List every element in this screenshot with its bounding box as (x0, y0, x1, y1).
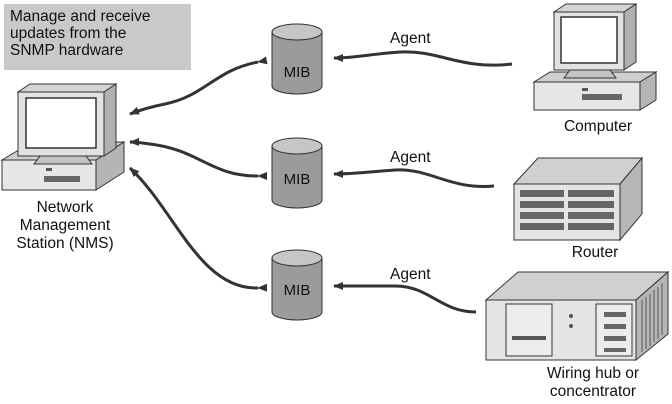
arrow-hub-mib3 (333, 282, 477, 314)
arrow-router-mib2 (333, 168, 495, 188)
mib-label-3: MIB (283, 282, 311, 299)
mib-label-1: MIB (283, 64, 311, 81)
mib-cylinder-3 (271, 249, 323, 321)
hub-label-line-1: Wiring hub or (546, 365, 640, 382)
nms-label-line-1: Network (36, 199, 94, 216)
computer-icon (532, 3, 658, 111)
note-line-2: updates from the (10, 25, 127, 42)
nms-label-line-2: Management (19, 217, 111, 234)
note-line-3: SNMP hardware (10, 42, 124, 59)
note-box: Manage and receive updates from the SNMP… (4, 4, 191, 70)
note-line-1: Manage and receive (10, 8, 151, 25)
arrow-computer-mib1 (333, 50, 513, 67)
agent-label-2: Agent (390, 149, 431, 166)
arrow-mib2-nms (129, 138, 268, 181)
nms-label: Network Management Station (NMS) (2, 199, 128, 253)
nms-computer-icon (0, 83, 126, 191)
agent-label-3: Agent (390, 266, 431, 283)
agent-label-1: Agent (390, 30, 431, 47)
mib-label-2: MIB (283, 171, 311, 188)
hub-label-line-2: concentrator (549, 383, 637, 400)
router-icon (512, 156, 644, 242)
nms-label-line-3: Station (NMS) (16, 235, 114, 252)
mib-cylinder-2 (271, 137, 323, 209)
mib-cylinder-1 (271, 23, 323, 95)
computer-label: Computer (563, 118, 633, 135)
wiring-hub-icon (484, 270, 670, 362)
hub-label: Wiring hub or concentrator (528, 365, 658, 401)
arrow-mib1-nms (129, 56, 268, 116)
router-label: Router (571, 244, 619, 261)
arrow-mib3-nms (128, 166, 268, 292)
